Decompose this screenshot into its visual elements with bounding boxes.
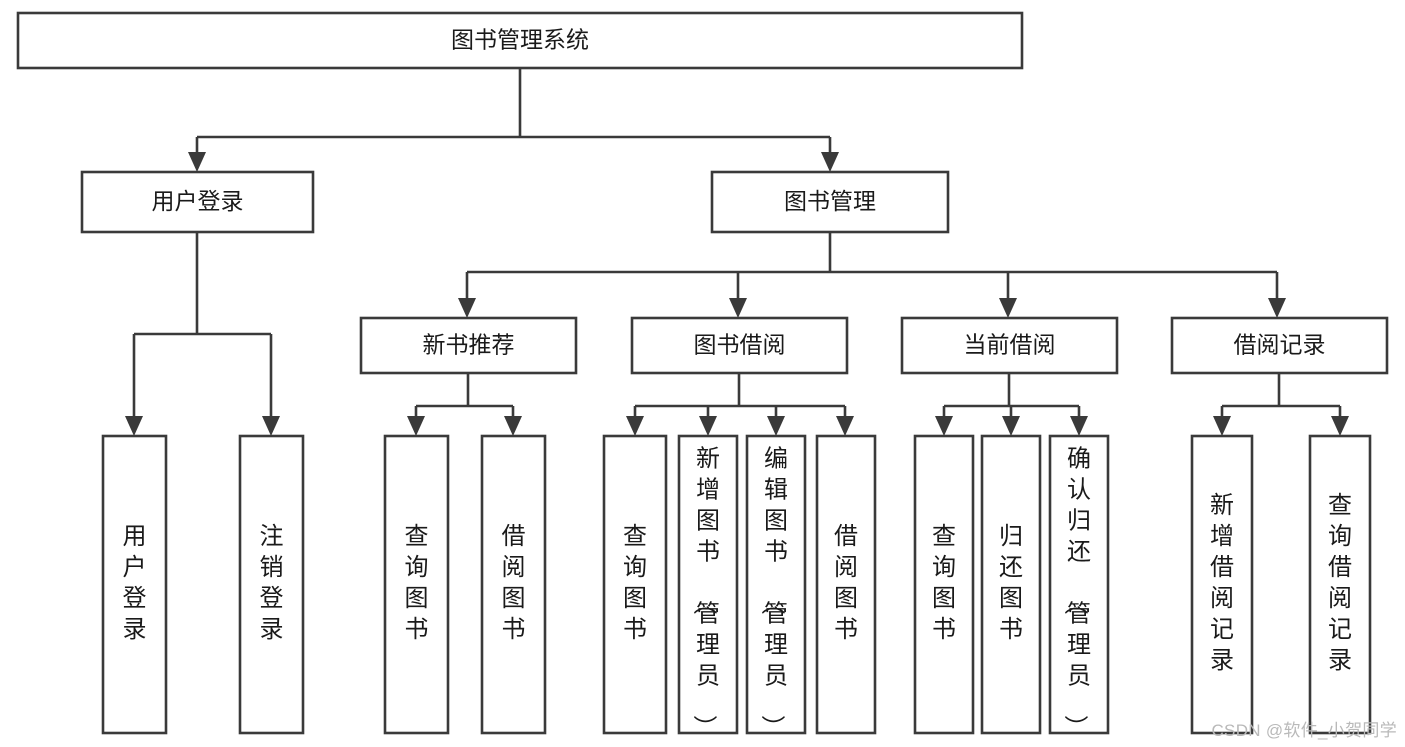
node-box xyxy=(101,434,168,735)
arrow-head-icon xyxy=(935,416,953,436)
arrow-head-icon xyxy=(504,416,522,436)
node-leaf-query-record[interactable]: 查询借阅记录 xyxy=(1308,434,1372,735)
node-label: 当前借阅 xyxy=(964,332,1056,358)
node-leaf-return-book[interactable]: 归还图书 xyxy=(980,434,1042,735)
node-label: 新书推荐 xyxy=(423,332,515,358)
node-box xyxy=(815,434,877,735)
node-root[interactable]: 图书管理系统 xyxy=(16,11,1024,70)
node-box xyxy=(1048,434,1110,735)
node-leaf-borrow-book-2[interactable]: 借阅图书 xyxy=(815,434,877,735)
connector-bb-bus xyxy=(626,373,854,436)
arrow-head-icon xyxy=(1331,416,1349,436)
node-box xyxy=(1170,316,1389,375)
node-label: 确认归还（管理员） xyxy=(1061,446,1091,739)
node-label: 借阅记录 xyxy=(1234,332,1326,358)
arrow-head-icon xyxy=(262,416,280,436)
node-box xyxy=(900,316,1119,375)
connector-user-login-bus xyxy=(125,232,280,436)
node-new-book-recommend[interactable]: 新书推荐 xyxy=(359,316,578,375)
arrow-head-icon xyxy=(767,416,785,436)
connector-root-bus xyxy=(188,68,839,172)
node-borrow-record[interactable]: 借阅记录 xyxy=(1170,316,1389,375)
node-box xyxy=(745,434,807,735)
arrow-head-icon xyxy=(836,416,854,436)
node-box xyxy=(359,316,578,375)
node-box xyxy=(710,170,950,234)
node-box xyxy=(1190,434,1254,735)
arrow-head-icon xyxy=(1213,416,1231,436)
arrow-head-icon xyxy=(699,416,717,436)
node-book-manage[interactable]: 图书管理 xyxy=(710,170,950,234)
node-leaf-add-book[interactable]: 新增图书（管理员） xyxy=(677,434,739,739)
node-label: 用户登录 xyxy=(123,523,147,643)
node-current-borrow[interactable]: 当前借阅 xyxy=(900,316,1119,375)
node-box xyxy=(383,434,450,735)
node-box xyxy=(480,434,547,735)
arrow-head-icon xyxy=(1002,416,1020,436)
node-box xyxy=(238,434,305,735)
connector-book-manage-bus xyxy=(458,232,1286,318)
node-label: 新增图书（管理员） xyxy=(690,446,720,739)
node-leaf-query-book-2[interactable]: 查询图书 xyxy=(602,434,668,735)
connector-nbr-bus xyxy=(407,373,522,436)
arrow-head-icon xyxy=(125,416,143,436)
node-leaf-add-record[interactable]: 新增借阅记录 xyxy=(1190,434,1254,735)
connector-layer xyxy=(125,68,1349,436)
node-box xyxy=(80,170,315,234)
node-leaf-edit-book[interactable]: 编辑图书（管理员） xyxy=(745,434,807,739)
connector-br-bus xyxy=(1213,373,1349,436)
node-layer: 图书管理系统用户登录图书管理新书推荐图书借阅当前借阅借阅记录用户登录注销登录查询… xyxy=(16,11,1389,739)
node-box xyxy=(602,434,668,735)
node-label: 图书管理系统 xyxy=(451,27,589,53)
node-label: 查询图书 xyxy=(623,523,647,643)
node-label: 查询借阅记录 xyxy=(1328,492,1352,674)
node-label: 注销登录 xyxy=(260,523,284,643)
node-label: 用户登录 xyxy=(152,188,244,214)
node-box xyxy=(630,316,849,375)
node-box xyxy=(913,434,975,735)
node-label: 归还图书 xyxy=(999,523,1023,643)
node-label: 图书借阅 xyxy=(694,332,786,358)
arrow-head-icon xyxy=(729,298,747,318)
node-box xyxy=(16,11,1024,70)
csdn-watermark: CSDN @软件_小贺同学 xyxy=(1211,721,1397,740)
node-label: 图书管理 xyxy=(784,188,876,214)
connector-cb-bus xyxy=(935,373,1088,436)
node-label: 借阅图书 xyxy=(834,523,858,643)
node-label: 查询图书 xyxy=(932,523,956,643)
node-label: 编辑图书（管理员） xyxy=(758,446,788,739)
arrow-head-icon xyxy=(626,416,644,436)
node-book-borrow[interactable]: 图书借阅 xyxy=(630,316,849,375)
node-user-login[interactable]: 用户登录 xyxy=(80,170,315,234)
arrow-head-icon xyxy=(407,416,425,436)
node-box xyxy=(1308,434,1372,735)
arrow-head-icon xyxy=(999,298,1017,318)
arrow-head-icon xyxy=(1268,298,1286,318)
node-leaf-borrow-book-1[interactable]: 借阅图书 xyxy=(480,434,547,735)
arrow-head-icon xyxy=(458,298,476,318)
node-label: 借阅图书 xyxy=(502,523,526,643)
node-label: 查询图书 xyxy=(405,523,429,643)
node-leaf-user-login[interactable]: 用户登录 xyxy=(101,434,168,735)
node-leaf-query-book-1[interactable]: 查询图书 xyxy=(383,434,450,735)
node-leaf-user-logout[interactable]: 注销登录 xyxy=(238,434,305,735)
node-label: 新增借阅记录 xyxy=(1210,492,1234,674)
arrow-head-icon xyxy=(821,152,839,172)
node-leaf-query-book-3[interactable]: 查询图书 xyxy=(913,434,975,735)
arrow-head-icon xyxy=(1070,416,1088,436)
arrow-head-icon xyxy=(188,152,206,172)
node-leaf-confirm-return[interactable]: 确认归还（管理员） xyxy=(1048,434,1110,739)
node-box xyxy=(677,434,739,735)
node-box xyxy=(980,434,1042,735)
